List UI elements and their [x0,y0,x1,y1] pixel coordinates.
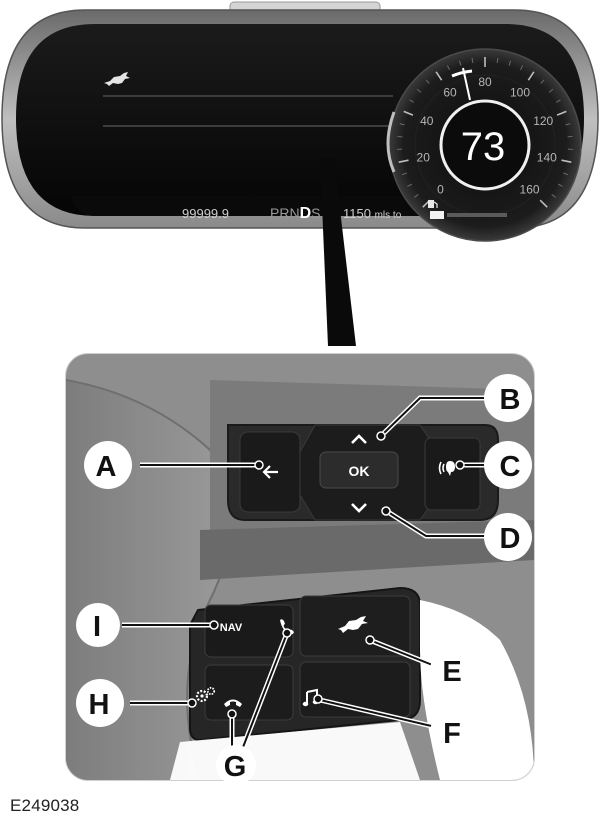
speed-major-tick [561,159,572,163]
steering-wheel-detail: OK NAV [65,353,535,785]
callout-a-label: A [96,451,117,483]
speed-major-tick [556,110,567,116]
speed-scale-label: 120 [533,114,553,128]
nav-label: NAV [220,622,243,634]
speed-minor-tick [446,65,450,71]
mustang-button[interactable] [338,616,368,633]
speed-minor-tick [557,183,563,187]
callout-g-label: G [224,751,247,783]
callout-c: C [484,441,532,489]
gears-icon [195,686,216,703]
settings-button[interactable] [195,686,216,703]
speed-minor-tick [458,60,462,66]
speed-scale-label: 80 [478,75,492,89]
speed-minor-tick [407,183,413,187]
callout-h-label: H [89,689,110,721]
voice-button[interactable] [438,461,456,476]
nav-button[interactable]: NAV [220,622,243,634]
phone-end-button[interactable] [224,699,242,708]
speed-minor-tick [551,194,556,198]
range-value: 1150 [343,206,371,221]
callout-c-label: C [500,451,521,483]
zoom-pointer [320,158,356,346]
ok-label: OK [349,463,370,479]
callout-a: A [84,441,132,489]
speed-scale-label: 100 [510,86,530,100]
callout-d-label: D [500,523,521,555]
callout-b: B [484,374,532,422]
speed-minor-tick [508,60,512,66]
gear-indicator: PRNDS [270,205,320,222]
callout-f-label: F [443,718,461,750]
speed-readout: 73 [461,125,506,169]
callout-d: D [484,513,532,561]
voice-icon [438,461,455,476]
down-button[interactable] [351,503,367,513]
callout-h: H [76,679,124,727]
gear-selected: D [300,205,312,222]
figure-id: E249038 [10,796,80,815]
speed-minor-tick [520,65,524,71]
speed-minor-tick [471,57,474,63]
speed-minor-tick [540,79,545,84]
speed-scale-label: 0 [437,183,444,197]
speed-minor-tick [548,88,554,93]
speed-scale-label: 20 [417,150,431,164]
speed-minor-tick [565,123,571,126]
phone-end-icon [224,699,242,707]
back-button[interactable] [262,465,278,479]
speed-major-tick [435,71,443,81]
speed-minor-tick [409,99,415,103]
odometer: 99999.9 [182,206,229,221]
callout-f: F [430,710,474,754]
ok-button[interactable]: OK [349,463,370,479]
callout-e-label: E [442,656,461,688]
range-readout: 1150 mls to [343,206,402,221]
speed-major-tick [539,199,548,208]
speed-minor-tick [562,172,569,176]
speed-minor-tick [555,99,561,103]
callout-leaders [122,395,492,756]
callout-i-label: I [93,611,101,643]
speed-minor-tick [414,194,419,198]
back-arrow-icon [262,465,278,479]
pony-logo-icon [104,72,130,86]
fuel-pump-icon [428,200,438,208]
speed-minor-tick [496,57,499,63]
callout-e: E [430,648,474,692]
speed-minor-tick [416,88,422,93]
speed-minor-tick [401,172,408,176]
gear-suffix: S [311,205,320,221]
pony-logo-icon [338,616,368,633]
speed-scale-label: 160 [520,183,540,197]
chevron-down-icon [351,503,367,513]
speed-scale-label: 140 [537,150,557,164]
speed-major-tick [398,159,409,163]
speed-major-tick [403,110,414,116]
callout-b-label: B [500,384,521,416]
range-unit: mls to [375,210,402,221]
speed-scale-label: 60 [443,86,457,100]
speed-major-tick [527,71,535,81]
speed-minor-tick [399,123,405,126]
callout-g: G [216,745,256,785]
up-button[interactable] [351,434,367,444]
speed-minor-tick [425,79,430,84]
chevron-up-icon [351,434,367,444]
speed-scale-label: 40 [420,114,434,128]
gear-prefix: PRN [270,205,300,221]
callout-i: I [76,603,120,647]
